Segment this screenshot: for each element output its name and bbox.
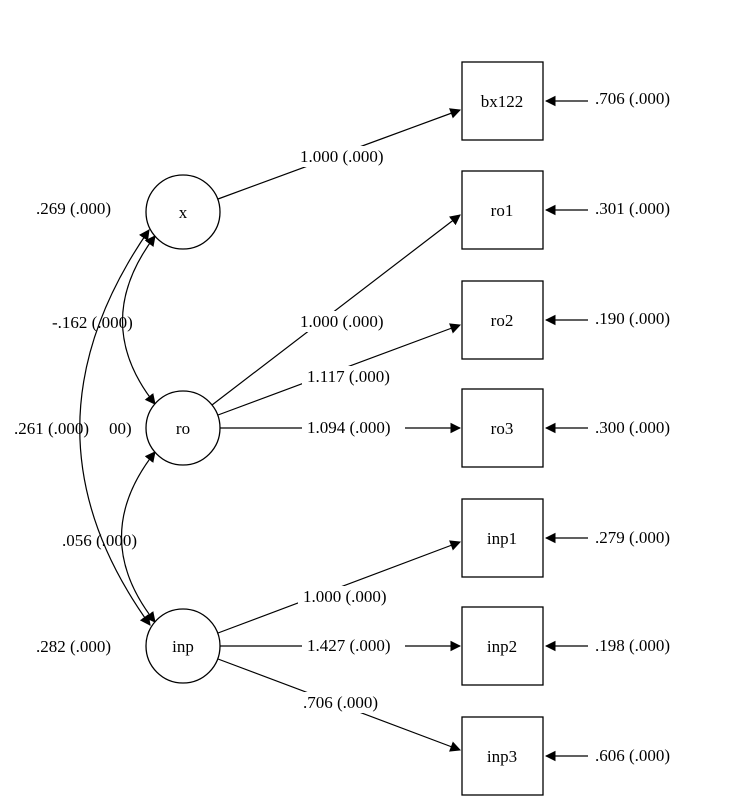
observed-label-ro3: ro3 xyxy=(491,419,514,438)
latent-node-x[interactable] xyxy=(145,174,221,250)
observed-label-ro1: ro1 xyxy=(491,201,514,220)
observed-node-ro1[interactable] xyxy=(461,170,544,250)
loading-label-bg xyxy=(302,635,405,656)
loading-label-bg xyxy=(302,366,405,387)
covariance-arc-ro-inp xyxy=(121,451,156,623)
loading-label-x-bx122: 1.000 (.000) xyxy=(300,147,384,166)
error-label-inp3: .606 (.000) xyxy=(595,746,670,765)
error-label-ro2: .190 (.000) xyxy=(595,309,670,328)
overlapped-label-fragment: 00) xyxy=(109,419,132,438)
error-label-ro3: .300 (.000) xyxy=(595,418,670,437)
variance-label-x: .269 (.000) xyxy=(36,199,111,218)
loading-label-bg xyxy=(298,692,394,713)
covariance-label-x-ro: -.162 (.000) xyxy=(52,313,133,332)
latent-label-ro: ro xyxy=(176,419,190,438)
latent-label-x: x xyxy=(179,203,188,222)
loading-label-inp-inp2: 1.427 (.000) xyxy=(307,636,391,655)
observed-label-inp2: inp2 xyxy=(487,637,517,656)
observed-label-inp3: inp3 xyxy=(487,747,517,766)
error-label-ro1: .301 (.000) xyxy=(595,199,670,218)
variance-label-inp: .282 (.000) xyxy=(36,637,111,656)
latent-node-inp[interactable] xyxy=(145,608,221,684)
observed-node-inp3[interactable] xyxy=(461,716,544,796)
observed-label-inp1: inp1 xyxy=(487,529,517,548)
loading-label-inp-inp3: .706 (.000) xyxy=(303,693,378,712)
loading-label-bg xyxy=(295,311,398,332)
loading-label-ro-ro2: 1.117 (.000) xyxy=(307,367,390,386)
error-label-inp2: .198 (.000) xyxy=(595,636,670,655)
loading-label-bg xyxy=(298,586,401,607)
loading-label-inp-inp1: 1.000 (.000) xyxy=(303,587,387,606)
observed-node-ro3[interactable] xyxy=(461,388,544,468)
latent-label-inp: inp xyxy=(172,637,194,656)
observed-label-bx122: bx122 xyxy=(481,92,524,111)
observed-node-inp1[interactable] xyxy=(461,498,544,578)
observed-node-inp2[interactable] xyxy=(461,606,544,686)
variance-label-ro: .261 (.000) xyxy=(14,419,89,438)
observed-node-ro2[interactable] xyxy=(461,280,544,360)
observed-label-ro2: ro2 xyxy=(491,311,514,330)
error-label-inp1: .279 (.000) xyxy=(595,528,670,547)
latent-node-ro[interactable] xyxy=(145,390,221,466)
loading-label-ro-ro1: 1.000 (.000) xyxy=(300,312,384,331)
loading-label-bg xyxy=(302,417,405,438)
loading-label-ro-ro3: 1.094 (.000) xyxy=(307,418,391,437)
loading-label-bg xyxy=(295,146,398,167)
observed-node-bx122[interactable] xyxy=(461,61,544,141)
covariance-label-ro-inp: .056 (.000) xyxy=(62,531,137,550)
covariance-arc-x-inp xyxy=(79,229,151,626)
error-label-bx122: .706 (.000) xyxy=(595,89,670,108)
loading-arrow-ro-ro1 xyxy=(211,214,461,406)
